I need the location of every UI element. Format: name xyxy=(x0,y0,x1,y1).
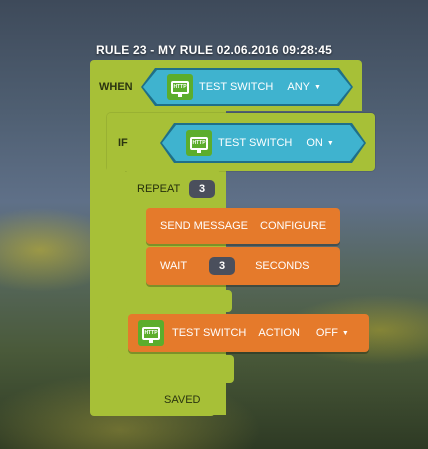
wait-count-input[interactable]: 3 xyxy=(209,257,236,275)
repeat-label: REPEAT xyxy=(137,183,181,195)
when-value-dropdown[interactable]: ANY ▼ xyxy=(287,81,321,93)
chevron-down-icon: ▼ xyxy=(313,83,321,91)
chevron-down-icon: ▼ xyxy=(341,329,349,337)
http-device-icon: HTTP xyxy=(167,74,193,100)
wait-unit-label: SECONDS xyxy=(255,260,310,272)
action-label: ACTION xyxy=(258,327,300,339)
if-value-dropdown[interactable]: ON ▼ xyxy=(306,137,334,149)
when-device-selector[interactable]: HTTP TEST SWITCH ANY ▼ xyxy=(143,70,351,104)
when-label: WHEN xyxy=(99,81,133,93)
send-message-block[interactable]: SEND MESSAGE CONFIGURE xyxy=(146,208,340,244)
if-device-selector[interactable]: HTTP TEST SWITCH ON ▼ xyxy=(162,125,364,161)
if-device-name: TEST SWITCH xyxy=(218,137,293,149)
when-block-footer xyxy=(90,380,215,416)
if-block-footer xyxy=(107,355,234,383)
if-label: IF xyxy=(118,137,128,149)
chevron-down-icon: ▼ xyxy=(326,139,334,147)
page-title: RULE 23 - MY RULE 02.06.2016 09:28:45 xyxy=(96,43,332,57)
action-device-name: TEST SWITCH xyxy=(172,327,247,339)
send-message-value[interactable]: CONFIGURE xyxy=(260,220,327,232)
if-block-left-rail xyxy=(107,113,125,383)
repeat-block-left-rail xyxy=(126,170,146,310)
saved-status: SAVED xyxy=(164,394,201,406)
action-block[interactable]: HTTP TEST SWITCH ACTION OFF ▼ xyxy=(128,314,369,352)
when-device-name: TEST SWITCH xyxy=(199,81,274,93)
wait-label: WAIT xyxy=(160,260,188,272)
action-value-dropdown[interactable]: OFF ▼ xyxy=(315,327,349,339)
http-device-icon: HTTP xyxy=(186,130,212,156)
repeat-block-footer xyxy=(126,290,232,312)
send-message-label: SEND MESSAGE xyxy=(160,220,249,232)
http-device-icon: HTTP xyxy=(138,320,164,346)
wait-block[interactable]: WAIT 3 SECONDS xyxy=(146,247,340,285)
repeat-count-input[interactable]: 3 xyxy=(189,180,215,198)
